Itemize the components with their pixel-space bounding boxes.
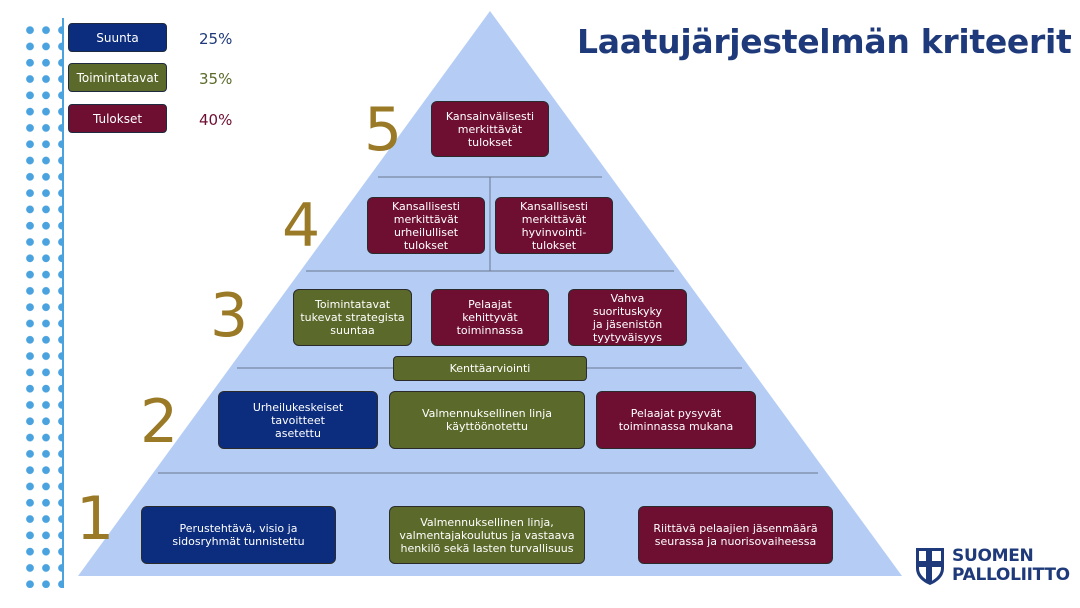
kenttaarviointi-bar: Kenttäarviointi	[393, 356, 587, 381]
level3-box-strategy: Toimintatavat tukevat strategista suunta…	[293, 289, 412, 346]
suomen-palloliitto-logo: SUOMEN PALLOLIITTO	[914, 546, 1070, 586]
level-number-5: 5	[364, 95, 403, 165]
legend-tulokset: Tulokset	[68, 104, 167, 133]
level-number-1: 1	[76, 484, 115, 554]
logo-text: SUOMEN PALLOLIITTO	[952, 546, 1070, 585]
level1-box-coaching-safety: Valmennuksellinen linja, valmentajakoulu…	[389, 506, 585, 564]
level4-box-wellbeing-results: Kansallisesti merkittävät hyvinvointi- t…	[495, 197, 613, 254]
dotted-side-pattern	[22, 22, 62, 588]
shield-cross-icon	[916, 548, 944, 585]
legend-suunta: Suunta	[68, 23, 167, 52]
legend-tulokset-percent: 40%	[199, 111, 233, 129]
level-number-2: 2	[140, 387, 179, 457]
side-divider-line	[62, 18, 64, 588]
level1-box-mission: Perustehtävä, visio ja sidosryhmät tunni…	[141, 506, 336, 564]
level5-box-international-results: Kansainvälisesti merkittävät tulokset	[431, 101, 549, 157]
legend-suunta-percent: 25%	[199, 30, 233, 48]
level2-box-coaching-line: Valmennuksellinen linja käyttöönotettu	[389, 391, 585, 449]
level3-box-players-develop: Pelaajat kehittyvät toiminnassa	[431, 289, 549, 346]
level-number-3: 3	[210, 281, 249, 351]
page-title: Laatujärjestelmän kriteerit	[577, 22, 1072, 61]
legend-toimintatavat: Toimintatavat	[68, 63, 167, 92]
legend-toimintatavat-percent: 35%	[199, 70, 233, 88]
level1-box-member-count: Riittävä pelaajien jäsenmäärä seurassa j…	[638, 506, 833, 564]
level2-box-goals: Urheilukeskeiset tavoitteet asetettu	[218, 391, 378, 449]
level4-box-sport-results: Kansallisesti merkittävät urheilulliset …	[367, 197, 485, 254]
level-number-4: 4	[282, 191, 321, 261]
level2-box-players-stay: Pelaajat pysyvät toiminnassa mukana	[596, 391, 756, 449]
level3-box-performance: Vahva suorituskyky ja jäsenistön tyytyvä…	[568, 289, 687, 346]
